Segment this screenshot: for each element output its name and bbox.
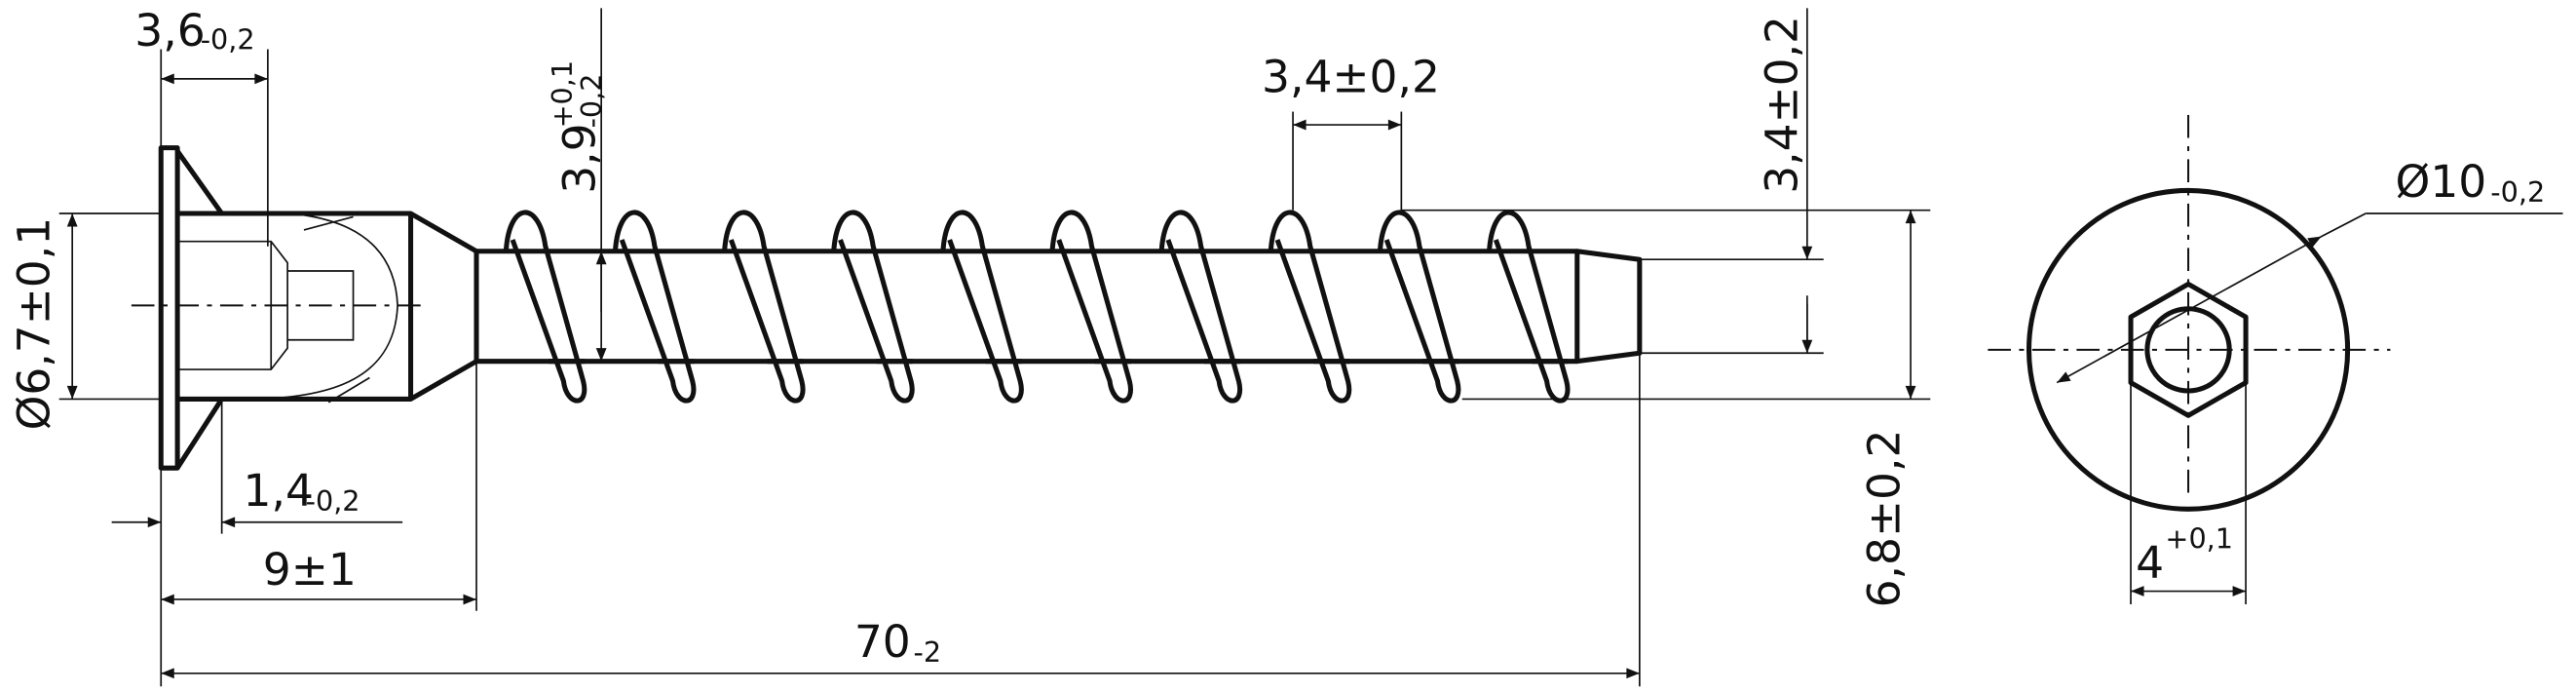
- label-core-dia-lower: -0,2: [575, 74, 608, 129]
- label-length-tol: -2: [914, 635, 942, 669]
- label-head-length: 9±1: [263, 544, 357, 596]
- thread-turn: [722, 210, 806, 404]
- screw-head: [158, 145, 478, 471]
- label-pitch: 3,4±0,2: [1262, 51, 1440, 102]
- label-hex-tol: +0,1: [2165, 522, 2233, 556]
- thread-turn: [831, 210, 915, 404]
- label-flange-tol: -0,2: [306, 484, 360, 518]
- thread-turn: [1158, 210, 1243, 404]
- screw-threads: [503, 210, 1571, 404]
- label-head-width: 3,6: [134, 5, 205, 57]
- thread-turn: [940, 210, 1024, 404]
- label-head-dia: Ø10: [2396, 156, 2487, 208]
- end-view: [1988, 114, 2563, 605]
- dimension-lines: [58, 8, 1931, 687]
- label-flange: 1,4: [244, 465, 314, 517]
- label-hex: 4: [2136, 537, 2164, 589]
- label-shank-dia: Ø6,7±0,1: [9, 217, 60, 431]
- label-length: 70: [854, 616, 911, 668]
- screw-shank: [474, 249, 1643, 365]
- thread-turn: [1268, 210, 1352, 404]
- label-core-dia: 3,9: [553, 123, 605, 193]
- label-head-dia-tol: -0,2: [2490, 175, 2545, 209]
- label-tip-dia: 3,4±0,2: [1757, 16, 1808, 194]
- thread-turn: [612, 210, 697, 404]
- label-head-width-tol: -0,2: [201, 23, 255, 57]
- label-thread-dia: 6,8±0,2: [1858, 430, 1910, 608]
- label-core-dia-upper: +0,1: [546, 60, 579, 129]
- thread-turn: [1049, 210, 1133, 404]
- thread-turn: [1487, 210, 1571, 404]
- dimension-labels: 3,6 -0,2 3,9 +0,1 -0,2 3,4±0,2 3,4±0,2 Ø…: [9, 5, 2546, 669]
- thread-turn: [1377, 210, 1461, 404]
- thread-turn: [503, 210, 587, 404]
